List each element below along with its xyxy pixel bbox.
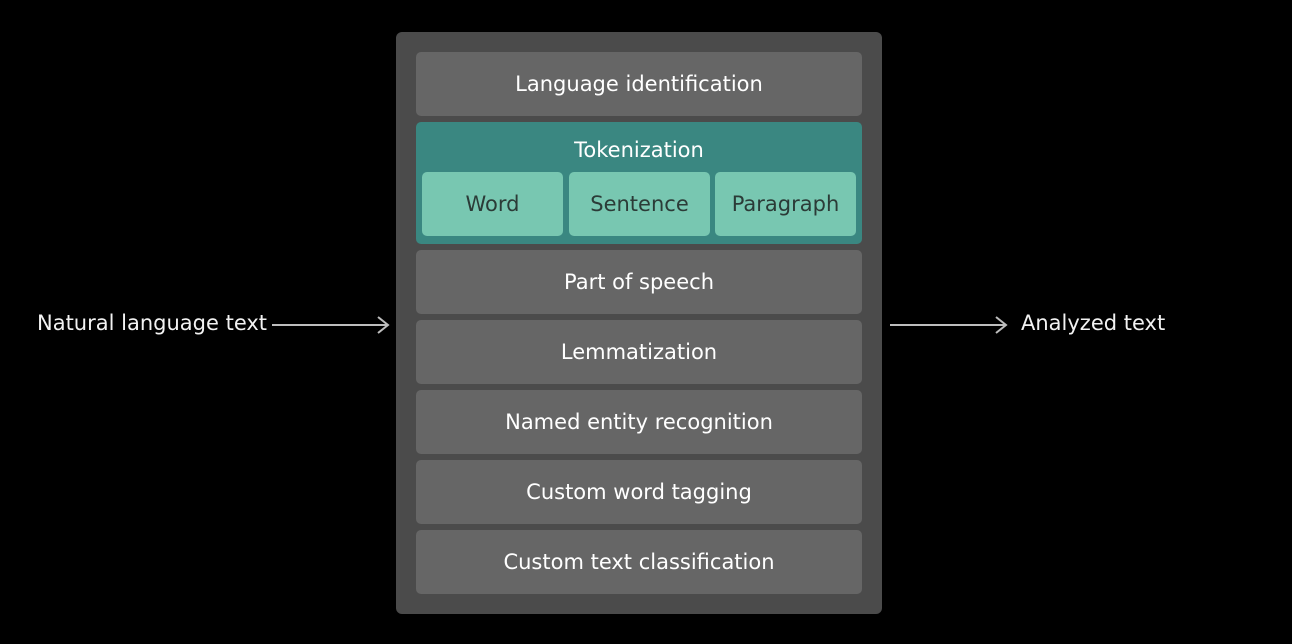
- part-of-speech-label: Part of speech: [563, 270, 714, 294]
- language-identification-block: Language identification: [416, 52, 862, 116]
- tokenization-title: Tokenization: [574, 138, 704, 162]
- named-entity-recognition-block: Named entity recognition: [416, 390, 862, 454]
- input-label: Natural language text: [37, 311, 268, 335]
- input-arrow-icon: [272, 316, 390, 334]
- output-arrow-icon: [890, 316, 1008, 334]
- lemmatization-label: Lemmatization: [560, 340, 718, 364]
- token-unit-sentence-label: Sentence: [590, 192, 689, 216]
- nlp-stack-panel: Language identification Tokenization Wor…: [396, 32, 882, 614]
- token-unit-paragraph: Paragraph: [715, 172, 856, 236]
- custom-text-classification-block: Custom text classification: [416, 530, 862, 594]
- named-entity-recognition-label: Named entity recognition: [505, 410, 773, 434]
- custom-word-tagging-block: Custom word tagging: [416, 460, 862, 524]
- token-unit-word-label: Word: [465, 192, 520, 216]
- tokenization-block: Tokenization Word Sentence Paragraph: [416, 122, 862, 244]
- token-unit-sentence: Sentence: [569, 172, 710, 236]
- token-unit-paragraph-label: Paragraph: [731, 192, 840, 216]
- custom-word-tagging-label: Custom word tagging: [526, 480, 752, 504]
- part-of-speech-block: Part of speech: [416, 250, 862, 314]
- output-label: Analyzed text: [1021, 311, 1166, 335]
- lemmatization-block: Lemmatization: [416, 320, 862, 384]
- token-unit-word: Word: [422, 172, 563, 236]
- language-identification-label: Language identification: [515, 72, 763, 96]
- custom-text-classification-label: Custom text classification: [503, 550, 775, 574]
